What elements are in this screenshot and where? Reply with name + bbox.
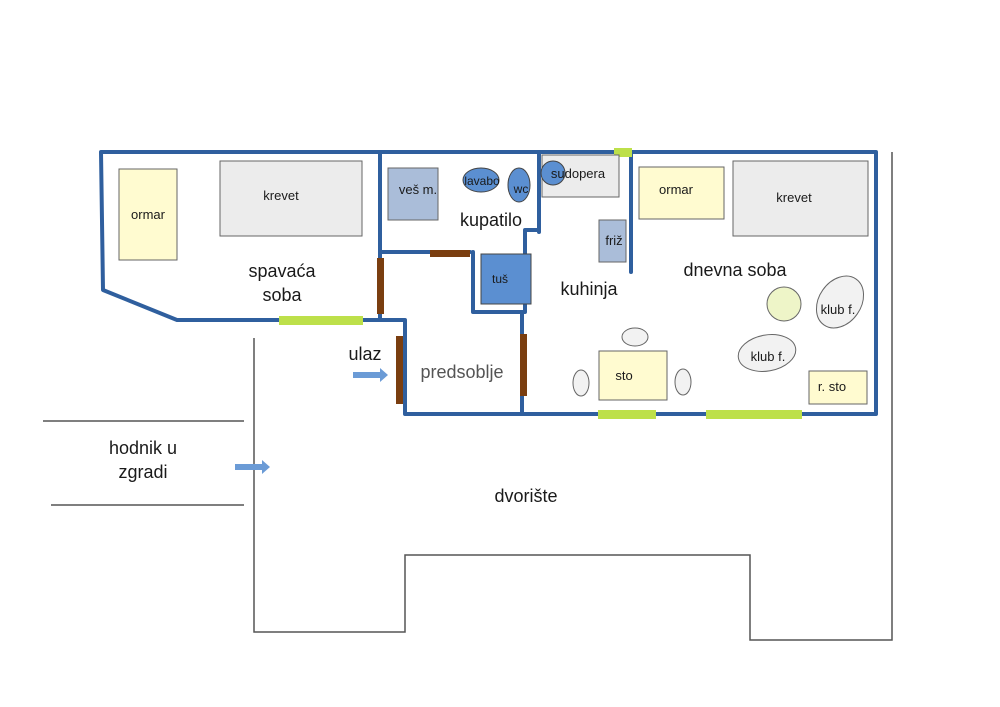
building-corridor-label-line2: zgradi: [118, 462, 167, 482]
bedroom-wardrobe-label: ormar: [131, 207, 166, 222]
washbasin: [462, 167, 500, 193]
entrance-label: ulaz: [348, 344, 381, 364]
washing-machine: [387, 167, 439, 221]
living-bottom-window: [706, 410, 802, 419]
bedroom-label-line2: soba: [262, 285, 302, 305]
kitchen-bottom-window: [598, 410, 656, 419]
corridor-arrow-icon: [235, 460, 270, 474]
dining-chair-right: [674, 368, 692, 396]
arrows: [235, 368, 388, 474]
hallway-label: predsoblje: [420, 362, 503, 382]
shower: [480, 253, 532, 305]
entrance-arrow-icon: [353, 368, 388, 382]
toilet-label: wc: [513, 182, 529, 196]
round-side-table: [766, 286, 802, 322]
bedroom-bed: [219, 160, 363, 237]
living-room-furniture: ormar krevet klub f. klub f. r. sto: [638, 160, 869, 405]
kitchen-sink: [540, 160, 566, 186]
bedroom-door: [377, 258, 384, 314]
washbasin-label: lavabo: [464, 174, 500, 188]
bathroom-door: [430, 250, 470, 257]
room-labels: spavaća soba kupatilo kuhinja dnevna sob…: [109, 210, 788, 506]
dining-set: sto: [572, 327, 692, 401]
bathroom-label: kupatilo: [460, 210, 522, 230]
armchair-1: [815, 275, 865, 329]
bedroom-bed-label: krevet: [263, 188, 299, 203]
armchair-2-label: klub f.: [751, 349, 786, 364]
dining-table-label: sto: [615, 368, 632, 383]
living-bed: [732, 160, 869, 237]
bedroom-wardrobe: [118, 168, 178, 261]
kitchen-fixtures: sudopera friž: [540, 154, 627, 263]
armchair-2: [737, 334, 797, 372]
exterior-outline: [43, 152, 893, 641]
sink-label: sudopera: [551, 166, 606, 181]
washing-machine-label: veš m.: [399, 182, 437, 197]
fridge: [598, 219, 627, 263]
dining-chair-top: [621, 327, 649, 347]
entrance-door: [396, 336, 403, 404]
coffee-table-label: r. sto: [818, 379, 846, 394]
windows: [279, 148, 802, 419]
bedroom-furniture: ormar krevet: [118, 160, 363, 261]
bedroom-outer-wall: [99, 150, 878, 416]
fridge-label: friž: [605, 233, 622, 248]
toilet: [507, 167, 531, 203]
coffee-table: [808, 370, 868, 405]
armchair-1-label: klub f.: [821, 302, 856, 317]
living-wardrobe: [638, 166, 725, 220]
bedroom-label-line1: spavaća: [248, 261, 316, 281]
living-room-label: dnevna soba: [683, 260, 787, 280]
living-wardrobe-label: ormar: [659, 182, 694, 197]
doors: [377, 250, 527, 404]
dining-table: [598, 350, 668, 401]
kitchen-top-window: [614, 148, 632, 157]
bedroom-window: [279, 316, 363, 325]
shower-wall: [471, 228, 541, 314]
courtyard-label: dvorište: [494, 486, 557, 506]
walls: [99, 150, 878, 416]
building-corridor-label-line1: hodnik u: [109, 438, 177, 458]
kitchen-label: kuhinja: [560, 279, 618, 299]
bathroom-fixtures: veš m. lavabo wc tuš: [387, 167, 532, 305]
dining-chair-left: [572, 369, 590, 397]
shower-label: tuš: [492, 272, 508, 286]
living-bed-label: krevet: [776, 190, 812, 205]
courtyard-boundary: [253, 152, 893, 641]
kitchen-door: [520, 334, 527, 396]
